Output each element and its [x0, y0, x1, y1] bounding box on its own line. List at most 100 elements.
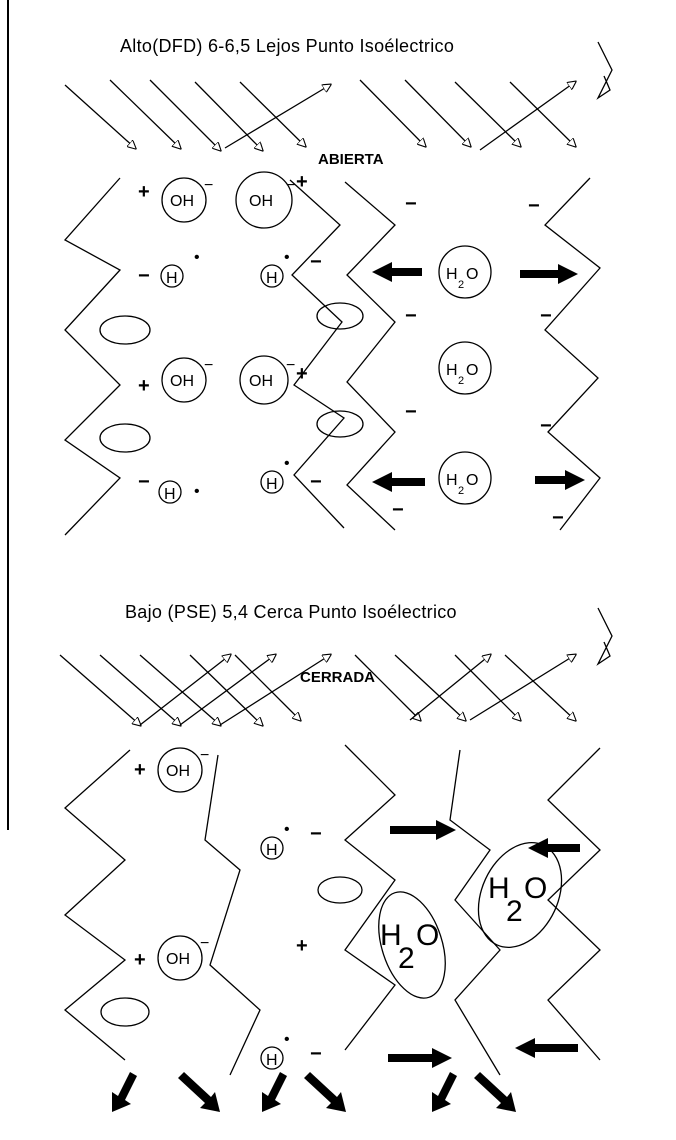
hydroxide-ion	[235, 171, 293, 229]
charge-minus: −	[392, 499, 404, 521]
water-molecule	[438, 341, 492, 395]
hydroxide-ion	[161, 357, 207, 403]
fibre-wall-center-b	[344, 181, 396, 531]
charge-minus: −	[286, 357, 295, 374]
bottom-flow-arrows	[388, 820, 580, 1068]
hydrogen-ion	[160, 264, 184, 288]
charge-minus: −	[540, 415, 552, 437]
ray-in	[194, 81, 262, 150]
ray-in	[189, 654, 262, 725]
fibre-wall-center-b	[343, 744, 396, 1051]
charge-minus: −	[310, 471, 322, 493]
arrow-left	[372, 472, 425, 492]
ray-in	[509, 81, 575, 146]
water-h: H	[446, 362, 458, 379]
charge-minus: −	[200, 935, 209, 952]
particle-ellipse	[99, 423, 151, 453]
water-sub: 2	[458, 375, 464, 387]
particle-ellipse	[99, 315, 151, 345]
water-o: O	[524, 872, 547, 905]
bottom-hydrogen-ions: H • H •	[260, 821, 290, 1070]
charge-minus: −	[200, 747, 209, 764]
charge-minus: −	[310, 251, 322, 273]
ray-in	[149, 79, 220, 150]
top-hydrogen-ions: H • H • H • H •	[158, 249, 290, 504]
water-sub: 2	[458, 279, 464, 291]
arrow-right	[390, 820, 456, 840]
water-sub: 2	[458, 485, 464, 497]
ray-in	[99, 654, 180, 725]
water-h: H	[446, 266, 458, 283]
charge-minus: −	[405, 305, 417, 327]
top-hydroxide-ions: OH − OH − OH − OH −	[161, 171, 295, 405]
particle-ellipse	[316, 302, 364, 330]
charge-minus: −	[540, 305, 552, 327]
charge-minus: −	[310, 823, 322, 845]
drain-arrow	[432, 1072, 457, 1112]
ray-in	[234, 654, 300, 720]
charge-minus: −	[405, 193, 417, 215]
water-o: O	[466, 362, 478, 379]
water-o: O	[466, 472, 478, 489]
ray-in	[59, 654, 140, 725]
hydrogen-ion	[260, 470, 284, 494]
bottom-particles	[100, 841, 563, 1027]
hydroxide-label: OH	[166, 763, 190, 780]
bottom-hydroxide-ions: OH − OH −	[157, 747, 209, 981]
top-charges: + + − − + + − − − − − − − − − −	[138, 171, 564, 529]
hydrogen-label: H	[266, 476, 278, 493]
ray-out	[139, 655, 230, 726]
ray-in	[239, 81, 305, 146]
top-panel: Alto(DFD) 6-6,5 Lejos Punto Isoélectrico…	[63, 36, 613, 536]
top-particles	[99, 302, 364, 453]
drain-arrow	[112, 1072, 137, 1112]
fibre-wall-right-b	[547, 747, 601, 1061]
hydrogen-ion	[260, 1046, 284, 1070]
bottom-light-rays	[59, 654, 575, 726]
charge-dot: •	[284, 455, 290, 472]
charge-plus: +	[138, 375, 150, 397]
arrow-left	[528, 838, 580, 858]
hydrogen-label: H	[266, 842, 278, 859]
hydroxide-label: OH	[249, 373, 273, 390]
charge-minus: −	[552, 507, 564, 529]
top-state-label: ABIERTA	[318, 151, 384, 168]
charge-plus: +	[134, 759, 146, 781]
ray-out	[469, 655, 575, 721]
charge-minus: −	[204, 357, 213, 374]
bottom-fibre-walls	[63, 744, 601, 1076]
ray-in	[359, 79, 425, 146]
ray-out	[479, 82, 575, 151]
drain-arrow	[262, 1072, 287, 1112]
top-water-molecules: H 2 O H 2 O H 2 O	[438, 245, 492, 505]
charge-minus: −	[138, 471, 150, 493]
ray-in	[109, 79, 180, 148]
arrow-right	[520, 264, 578, 284]
observer-icon	[596, 607, 613, 666]
hydrogen-label: H	[166, 270, 178, 287]
bottom-panel: Bajo (PSE) 5,4 Cerca Punto Isoélectrico …	[59, 602, 613, 1112]
hydroxide-label: OH	[249, 193, 273, 210]
charge-minus: −	[528, 195, 540, 217]
arrow-left	[372, 262, 422, 282]
charge-plus: +	[296, 171, 308, 193]
ray-in	[504, 654, 575, 720]
hydrogen-label: H	[266, 270, 278, 287]
drain-arrow	[178, 1072, 220, 1112]
charge-minus: −	[138, 265, 150, 287]
top-flow-arrows	[372, 262, 585, 492]
particle-ellipse	[317, 876, 363, 904]
ray-out	[224, 85, 330, 149]
water-blob	[378, 891, 446, 999]
hydroxide-ion	[239, 355, 289, 405]
water-molecule	[438, 451, 492, 505]
ray-in	[454, 81, 520, 146]
fibre-wall-center	[289, 179, 345, 529]
charge-minus: −	[310, 1043, 322, 1065]
charge-dot: •	[194, 249, 200, 266]
arrow-right	[388, 1048, 452, 1068]
arrow-right	[535, 470, 585, 490]
hydrogen-ion	[260, 836, 284, 860]
observer-icon	[596, 41, 613, 100]
